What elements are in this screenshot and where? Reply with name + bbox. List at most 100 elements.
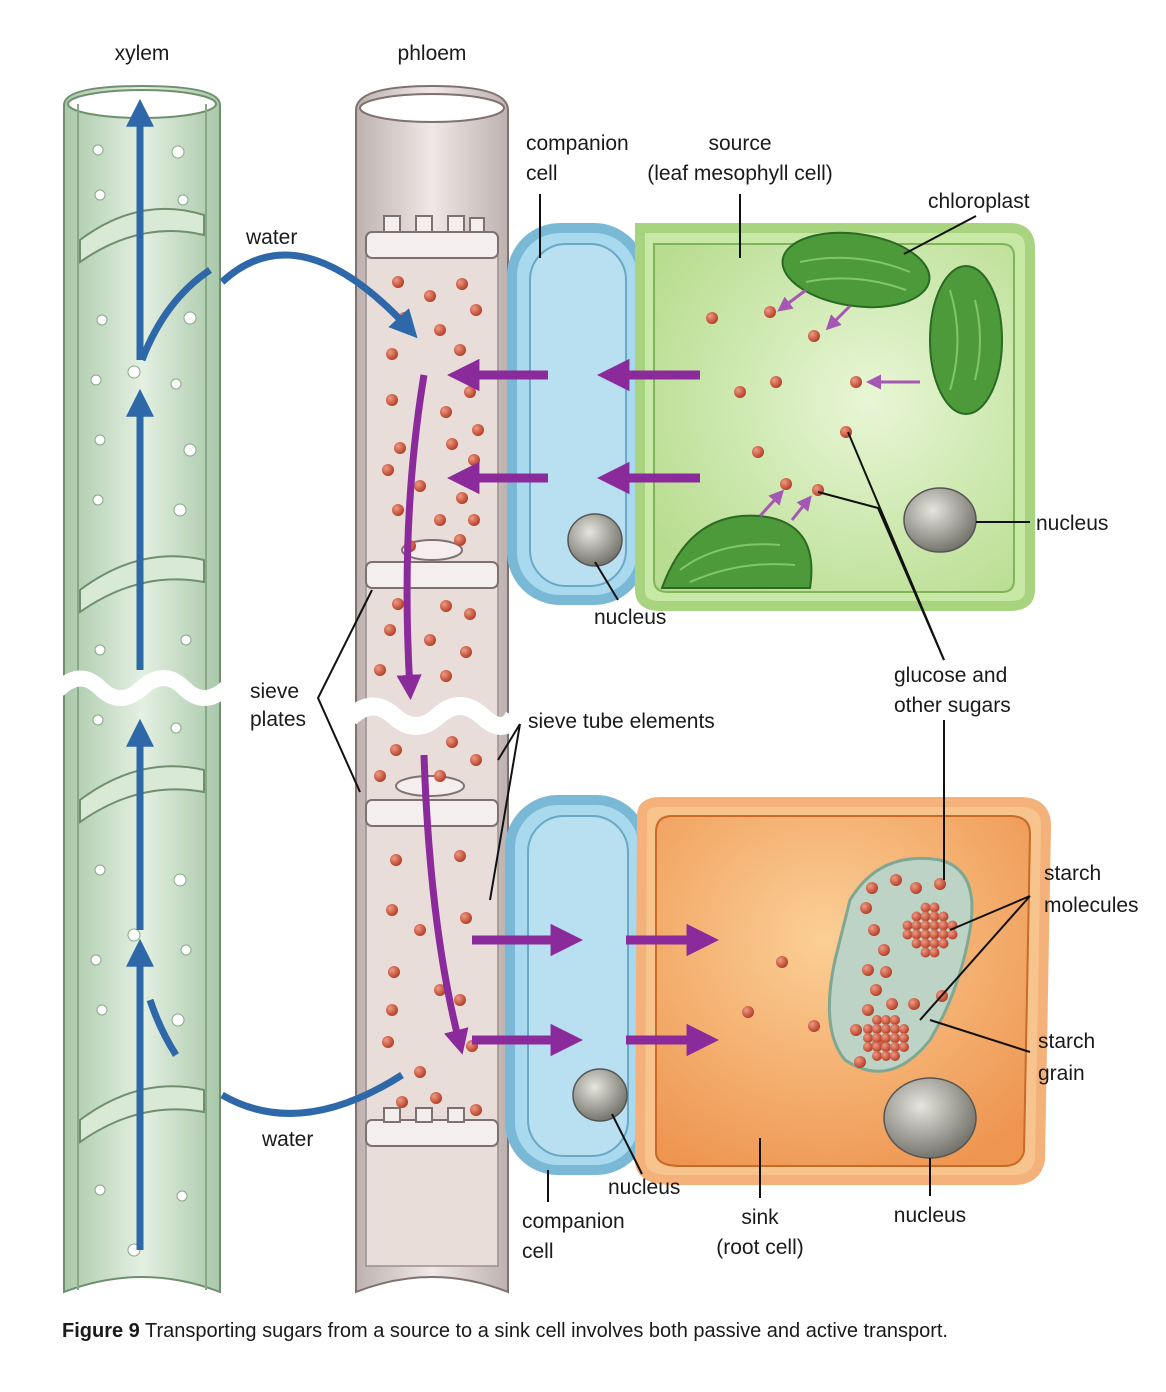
label-water-top: water <box>245 226 297 249</box>
sugar-molecule <box>880 966 892 978</box>
label-chloroplast: chloroplast <box>928 190 1030 213</box>
companion-nucleus-top <box>567 513 623 567</box>
label-nucleus-source: nucleus <box>1036 512 1108 535</box>
starch-molecule <box>929 902 940 913</box>
label-starch-grain-1: starch <box>1038 1030 1095 1053</box>
starch-molecule <box>929 920 940 931</box>
loading-arrows <box>447 358 700 495</box>
sugar-molecule <box>454 344 466 356</box>
companion-cell-bottom <box>505 795 649 1175</box>
label-companion-cell-top-2: cell <box>526 162 558 185</box>
sugar-molecule <box>430 1092 442 1104</box>
labels: xylem phloem companion cell source (leaf… <box>115 42 1139 1263</box>
sugar-molecule <box>414 924 426 936</box>
xylem-water-arrows <box>126 98 212 1250</box>
starch-molecule <box>863 1042 873 1052</box>
sieve-plate-1 <box>365 215 499 259</box>
sugar-molecule <box>890 874 902 886</box>
starch-molecule <box>929 938 940 949</box>
starch-molecule <box>902 920 913 931</box>
starch-molecule <box>911 911 922 922</box>
sugar-molecule <box>470 1104 482 1116</box>
starch-molecule <box>911 929 922 940</box>
starch-molecule <box>920 902 931 913</box>
label-companion-cell-bottom-1: companion <box>522 1210 625 1233</box>
sugar-molecule <box>386 904 398 916</box>
label-companion-cell-top-1: companion <box>526 132 629 155</box>
sugar-molecule <box>862 1004 874 1016</box>
phloem-flow-arrows <box>396 374 469 1055</box>
starch-molecule <box>872 1024 882 1034</box>
sugar-molecule <box>850 376 862 388</box>
sugar-molecule <box>860 902 872 914</box>
starch-molecule <box>872 1051 882 1061</box>
sugar-molecule <box>908 998 920 1010</box>
starch-molecule <box>920 947 931 958</box>
sugar-molecule <box>456 278 468 290</box>
starch-molecule <box>938 911 949 922</box>
label-starch-grain-2: grain <box>1038 1062 1085 1085</box>
companion-nucleus-bottom <box>572 1068 628 1122</box>
sugar-molecule <box>460 912 472 924</box>
sugar-molecule <box>742 1006 754 1018</box>
label-starch-molecules-1: starch <box>1044 862 1101 885</box>
chloroplast-export-arrows <box>758 288 920 521</box>
label-glucose-2: other sugars <box>894 694 1011 717</box>
starch-molecule <box>881 1024 891 1034</box>
starch-molecule <box>881 1015 891 1025</box>
starch-molecule <box>920 929 931 940</box>
starch-molecule <box>929 947 940 958</box>
sugar-molecule <box>374 664 386 676</box>
sugar-molecule <box>386 1004 398 1016</box>
sugar-molecule <box>424 290 436 302</box>
starch-molecule <box>911 920 922 931</box>
sugar-molecule <box>392 598 404 610</box>
starch-molecule <box>890 1033 900 1043</box>
label-sieve-plates-1: sieve <box>250 680 299 703</box>
sugar-molecule <box>862 964 874 976</box>
starch-molecule <box>890 1051 900 1061</box>
label-starch-molecules-2: molecules <box>1044 894 1139 917</box>
starch-molecule <box>881 1033 891 1043</box>
starch-molecule <box>872 1033 882 1043</box>
sugar-molecule <box>386 394 398 406</box>
sugar-molecule <box>388 966 400 978</box>
sugar-molecule <box>424 634 436 646</box>
starch-molecule <box>929 911 940 922</box>
sugar-molecule <box>446 736 458 748</box>
sugar-molecule <box>386 348 398 360</box>
sugar-molecule <box>934 878 946 890</box>
sugar-molecule <box>850 1024 862 1036</box>
label-companion-cell-bottom-2: cell <box>522 1240 554 1263</box>
starch-molecule <box>863 1024 873 1034</box>
label-sink-1: sink <box>741 1206 779 1229</box>
sugar-molecule <box>886 998 898 1010</box>
sugar-molecule <box>454 994 466 1006</box>
sugar-molecule <box>434 514 446 526</box>
label-water-bottom: water <box>261 1128 313 1151</box>
sugar-molecule <box>734 386 746 398</box>
sugar-molecule <box>808 1020 820 1032</box>
sugar-molecule <box>440 600 452 612</box>
sugar-molecule <box>382 464 394 476</box>
unloading-arrows <box>472 923 719 1057</box>
sugar-molecule <box>464 386 476 398</box>
starch-molecule <box>938 920 949 931</box>
label-nucleus-companion-bottom: nucleus <box>608 1176 680 1199</box>
sugar-molecule <box>868 924 880 936</box>
sieve-plate-2 <box>365 539 499 589</box>
starch-molecule <box>872 1042 882 1052</box>
starch-molecule <box>890 1024 900 1034</box>
starch-molecule <box>899 1024 909 1034</box>
starch-molecule <box>920 938 931 949</box>
sugar-molecule <box>392 504 404 516</box>
starch-molecule <box>863 1033 873 1043</box>
sink-nucleus <box>883 1077 977 1159</box>
starch-molecule <box>911 938 922 949</box>
source-leaf-mesophyll-cell <box>635 223 1035 611</box>
sugar-molecule <box>780 478 792 490</box>
starch-molecule <box>881 1051 891 1061</box>
companion-cell-top <box>507 223 647 605</box>
label-glucose-1: glucose and <box>894 664 1007 687</box>
sugar-molecule <box>392 276 404 288</box>
